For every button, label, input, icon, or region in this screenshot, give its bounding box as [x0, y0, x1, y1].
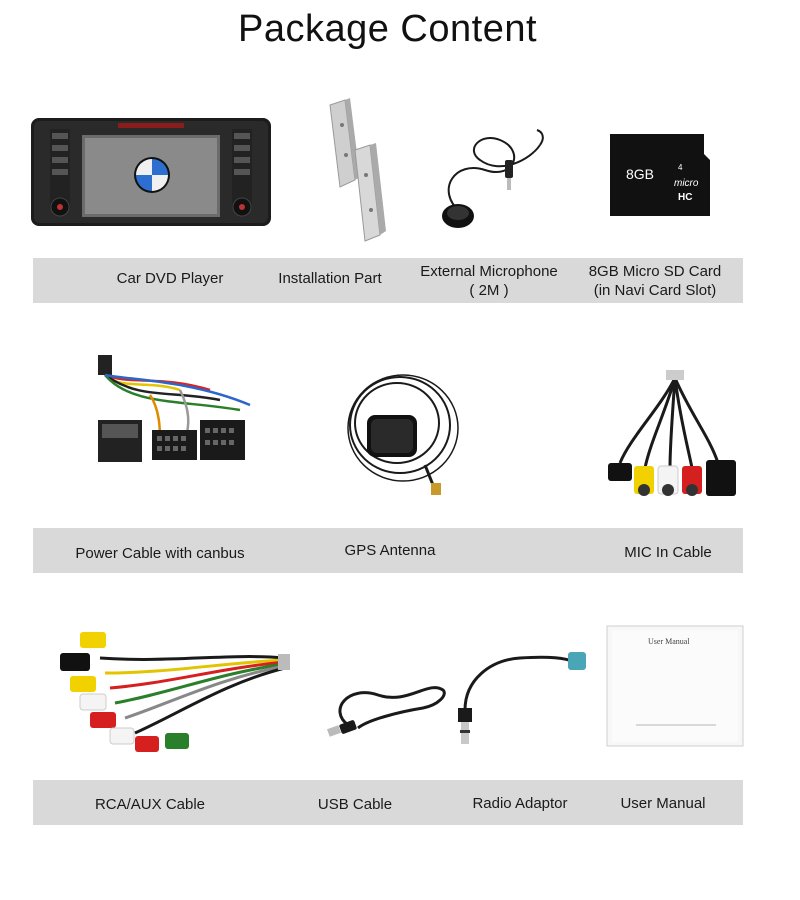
item-label-usb-cable: USB Cable [317, 796, 393, 813]
car-dvd-player-image [30, 115, 272, 230]
page-title: Package Content [237, 8, 538, 50]
installation-part-image [300, 95, 400, 255]
item-label-power-cable: Power Cable with canbus [75, 545, 245, 562]
card-brand-text: micro [674, 178, 699, 189]
item-sublabel-external-microphone: ( 2M ) [469, 282, 509, 299]
item-label-car-dvd-player: Car DVD Player [116, 270, 224, 287]
label-strip-row-2 [33, 528, 743, 573]
manual-cover-title: User Manual [648, 637, 690, 646]
item-label-micro-sd-card: 8GB Micro SD Card [588, 263, 722, 280]
label-strip-row-1 [33, 258, 743, 303]
micro-sd-card-image: 8GB 4 micro HC [608, 130, 728, 220]
card-class-text: HC [678, 192, 692, 203]
radio-adaptor-image [450, 640, 590, 755]
label-strip-row-3 [33, 780, 743, 825]
item-label-external-microphone: External Microphone [420, 263, 558, 280]
mic-in-cable-image [600, 368, 750, 508]
item-label-gps-antenna: GPS Antenna [344, 542, 436, 559]
item-label-radio-adaptor: Radio Adaptor [472, 795, 568, 812]
item-label-installation-part: Installation Part [278, 270, 382, 287]
item-label-user-manual: User Manual [620, 795, 706, 812]
rca-aux-cable-image [50, 628, 295, 758]
gps-antenna-image [335, 365, 465, 505]
item-sublabel-micro-sd-card: (in Navi Card Slot) [593, 282, 717, 299]
usb-cable-image [318, 670, 453, 745]
external-microphone-image [425, 120, 565, 230]
card-capacity-text: 8GB [626, 166, 654, 182]
item-label-mic-in-cable: MIC In Cable [624, 544, 712, 561]
power-cable-image [90, 350, 280, 470]
item-label-rca-aux-cable: RCA/AUX Cable [94, 796, 206, 813]
user-manual-image: User Manual [606, 624, 746, 749]
svg-text:4: 4 [678, 163, 683, 172]
